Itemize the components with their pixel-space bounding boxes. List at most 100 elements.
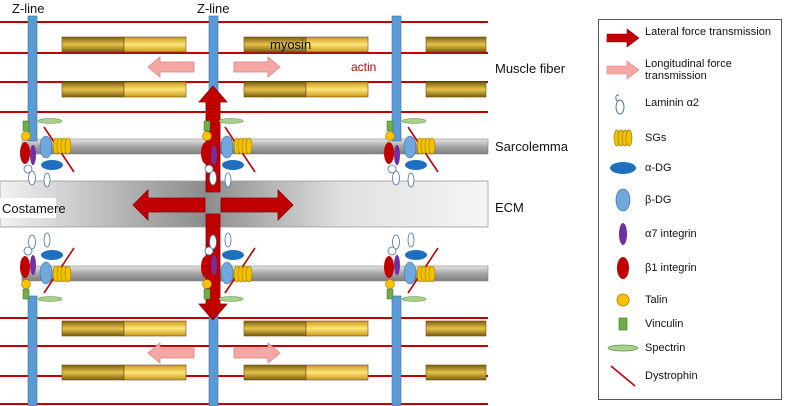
myosin-bar	[61, 364, 125, 381]
legend-text: Vinculin	[645, 318, 684, 330]
laminin-head	[23, 246, 33, 256]
laminin-head	[204, 246, 214, 256]
alpha-dg-mark	[222, 250, 244, 260]
myosin-bar	[305, 320, 369, 337]
muscle-fiber-label: Muscle fiber	[495, 61, 566, 76]
vinculin-mark	[22, 120, 30, 132]
laminin-mark-2	[407, 172, 415, 188]
lateral-arrow-right	[220, 189, 294, 221]
laminin-mark-2	[224, 232, 232, 248]
myosin-bar	[425, 81, 487, 98]
alpha7-integrin-mark	[30, 255, 36, 275]
talin-mark	[21, 131, 31, 141]
z-line	[391, 295, 402, 406]
alpha7-integrin-mark	[211, 145, 217, 165]
legend-item: Longitudinal force transmission	[599, 58, 783, 82]
costamere-label: Costamere	[2, 201, 66, 216]
zline-label-mid: Z-line	[197, 1, 230, 16]
myosin-bar	[123, 364, 187, 381]
myosin-bar	[305, 36, 369, 53]
spectrin-icon	[607, 344, 639, 352]
laminin-mark-2	[407, 232, 415, 248]
z-line	[27, 295, 38, 406]
myosin-bar	[425, 320, 487, 337]
myosin-bar	[243, 364, 307, 381]
alpha7-integrin-mark	[394, 145, 400, 165]
spectrin-mark	[218, 296, 244, 302]
laminin-mark	[209, 234, 217, 250]
talin-mark	[385, 131, 395, 141]
legend-item: β1 integrin	[599, 256, 783, 280]
costamere-complex	[201, 232, 256, 302]
alpha-dg-mark	[405, 250, 427, 260]
legend-text: α-DG	[645, 162, 672, 174]
myosin-bar	[425, 364, 487, 381]
talin-mark	[202, 279, 212, 289]
sg-mark	[428, 265, 436, 283]
spectrin-mark	[401, 118, 427, 124]
alpha7-integrin-mark	[394, 255, 400, 275]
sarcolemma-label: Sarcolemma	[495, 139, 569, 154]
beta1-integrin-mark	[384, 256, 394, 278]
actin-label: actin	[351, 60, 376, 74]
alpha-dg-mark	[41, 250, 63, 260]
beta-dg-mark	[403, 135, 417, 159]
legend-item: Dystrophin	[599, 364, 783, 388]
vinculin-mark	[203, 288, 211, 300]
laminin-mark	[28, 170, 36, 186]
alpha-dg-mark	[41, 160, 63, 170]
legend-item: Talin	[599, 288, 783, 312]
myosin-filaments	[61, 36, 487, 381]
myosin-bar	[305, 364, 369, 381]
beta-dg-mark	[220, 261, 234, 285]
legend-item: Laminin α2	[599, 91, 783, 115]
legend-item: Lateral force transmission	[599, 26, 783, 50]
myosin-bar	[425, 36, 487, 53]
longitudinal-arrow-bottom-right	[233, 342, 281, 364]
alpha-dg-mark	[405, 160, 427, 170]
spectrin-mark	[401, 296, 427, 302]
myosin-bar	[123, 36, 187, 53]
legend-text: α7 integrin	[645, 228, 697, 240]
lateral-arrow-left	[132, 189, 206, 221]
myosin-bar	[123, 81, 187, 98]
vinculin-mark	[22, 288, 30, 300]
vinculin-icon	[618, 317, 628, 331]
talin-mark	[385, 279, 395, 289]
costamere-complex	[384, 232, 439, 302]
laminin-mark-2	[224, 172, 232, 188]
vinculin-mark	[203, 120, 211, 132]
sgs-icon	[613, 129, 633, 147]
alpha-dg-icon	[610, 162, 636, 174]
myosin-label: myosin	[270, 37, 311, 52]
vinculin-mark	[386, 288, 394, 300]
legend-item: β-DG	[599, 188, 783, 212]
beta-dg-mark	[220, 135, 234, 159]
sg-mark	[428, 137, 436, 155]
myosin-bar	[61, 81, 125, 98]
laminin-head	[204, 164, 214, 174]
beta1-integrin-mark	[20, 142, 30, 164]
legend-text: Lateral force transmission	[645, 26, 771, 38]
beta-dg-mark	[39, 135, 53, 159]
legend-text: Longitudinal force transmission	[645, 58, 732, 82]
beta-dg-mark	[39, 261, 53, 285]
legend: Lateral force transmission Longitudinal …	[598, 19, 782, 400]
alpha-dg-mark	[222, 160, 244, 170]
z-lines	[27, 15, 402, 406]
myosin-bar	[305, 81, 369, 98]
legend-text: β1 integrin	[645, 262, 697, 274]
laminin-head	[23, 164, 33, 174]
laminin-mark	[392, 234, 400, 250]
alpha7-integrin-mark	[30, 145, 36, 165]
legend-text: Talin	[645, 294, 668, 306]
legend-text: β-DG	[645, 194, 672, 206]
myosin-bar	[61, 320, 125, 337]
longitudinal-force-arrow-icon	[606, 60, 640, 80]
longitudinal-arrows	[147, 56, 281, 364]
lateral-arrow-up	[198, 85, 228, 193]
costamere-complex	[20, 118, 75, 188]
longitudinal-arrow-bottom-left	[147, 342, 195, 364]
legend-item: Vinculin	[599, 312, 783, 336]
